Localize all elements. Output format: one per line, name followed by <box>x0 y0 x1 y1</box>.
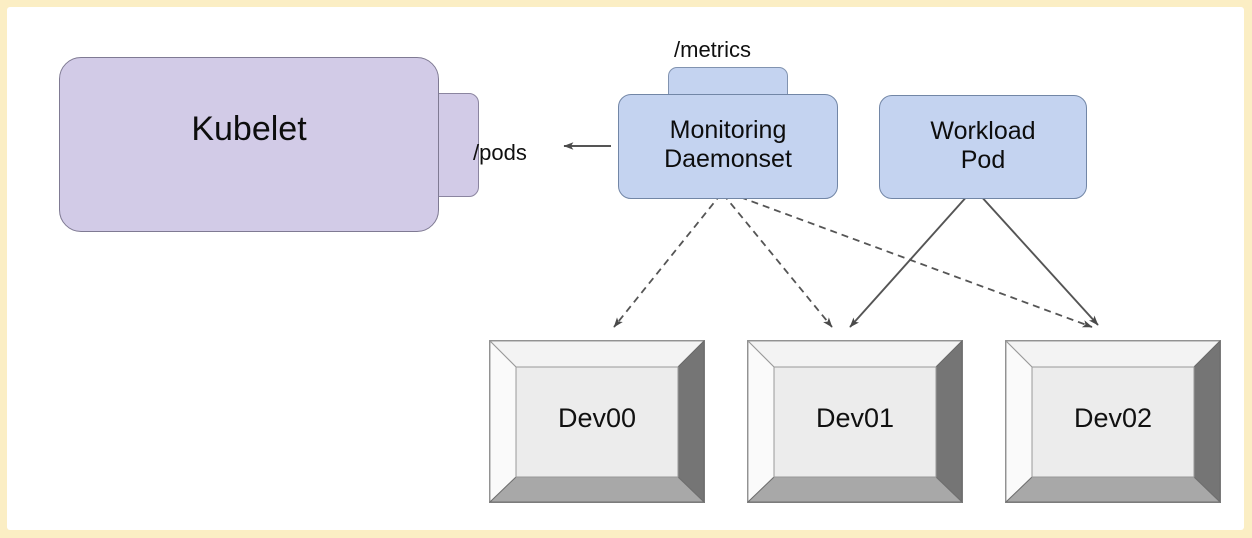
edge-daemonset-to-dev00 <box>613 193 722 328</box>
device-bevel-shape-dev02 <box>1005 340 1221 503</box>
node-workload-pod[interactable]: Workload Pod <box>879 95 1087 199</box>
workload-pod-body <box>879 95 1087 199</box>
kubelet-body <box>59 57 439 232</box>
edge-workload-to-dev01 <box>849 193 970 328</box>
node-device-dev01[interactable]: Dev01 <box>747 340 963 503</box>
monitoring-daemonset-body <box>618 94 838 199</box>
pods-endpoint-label: /pods <box>473 140 527 165</box>
node-device-dev00[interactable]: Dev00 <box>489 340 705 503</box>
edge-daemonset-to-dev01 <box>722 193 833 328</box>
node-monitoring-daemonset[interactable]: Monitoring Daemonset <box>618 94 838 199</box>
metrics-endpoint-label: /metrics <box>674 37 751 62</box>
edge-daemonset-to-dev02 <box>728 192 1093 328</box>
device-bevel-shape-dev00 <box>489 340 705 503</box>
node-device-dev02[interactable]: Dev02 <box>1005 340 1221 503</box>
edge-workload-to-dev02 <box>978 193 1099 326</box>
diagram-canvas: Kubelet /pods /metrics Monitoring Daemon… <box>7 7 1244 530</box>
device-bevel-shape-dev01 <box>747 340 963 503</box>
node-kubelet[interactable]: Kubelet <box>59 57 479 232</box>
